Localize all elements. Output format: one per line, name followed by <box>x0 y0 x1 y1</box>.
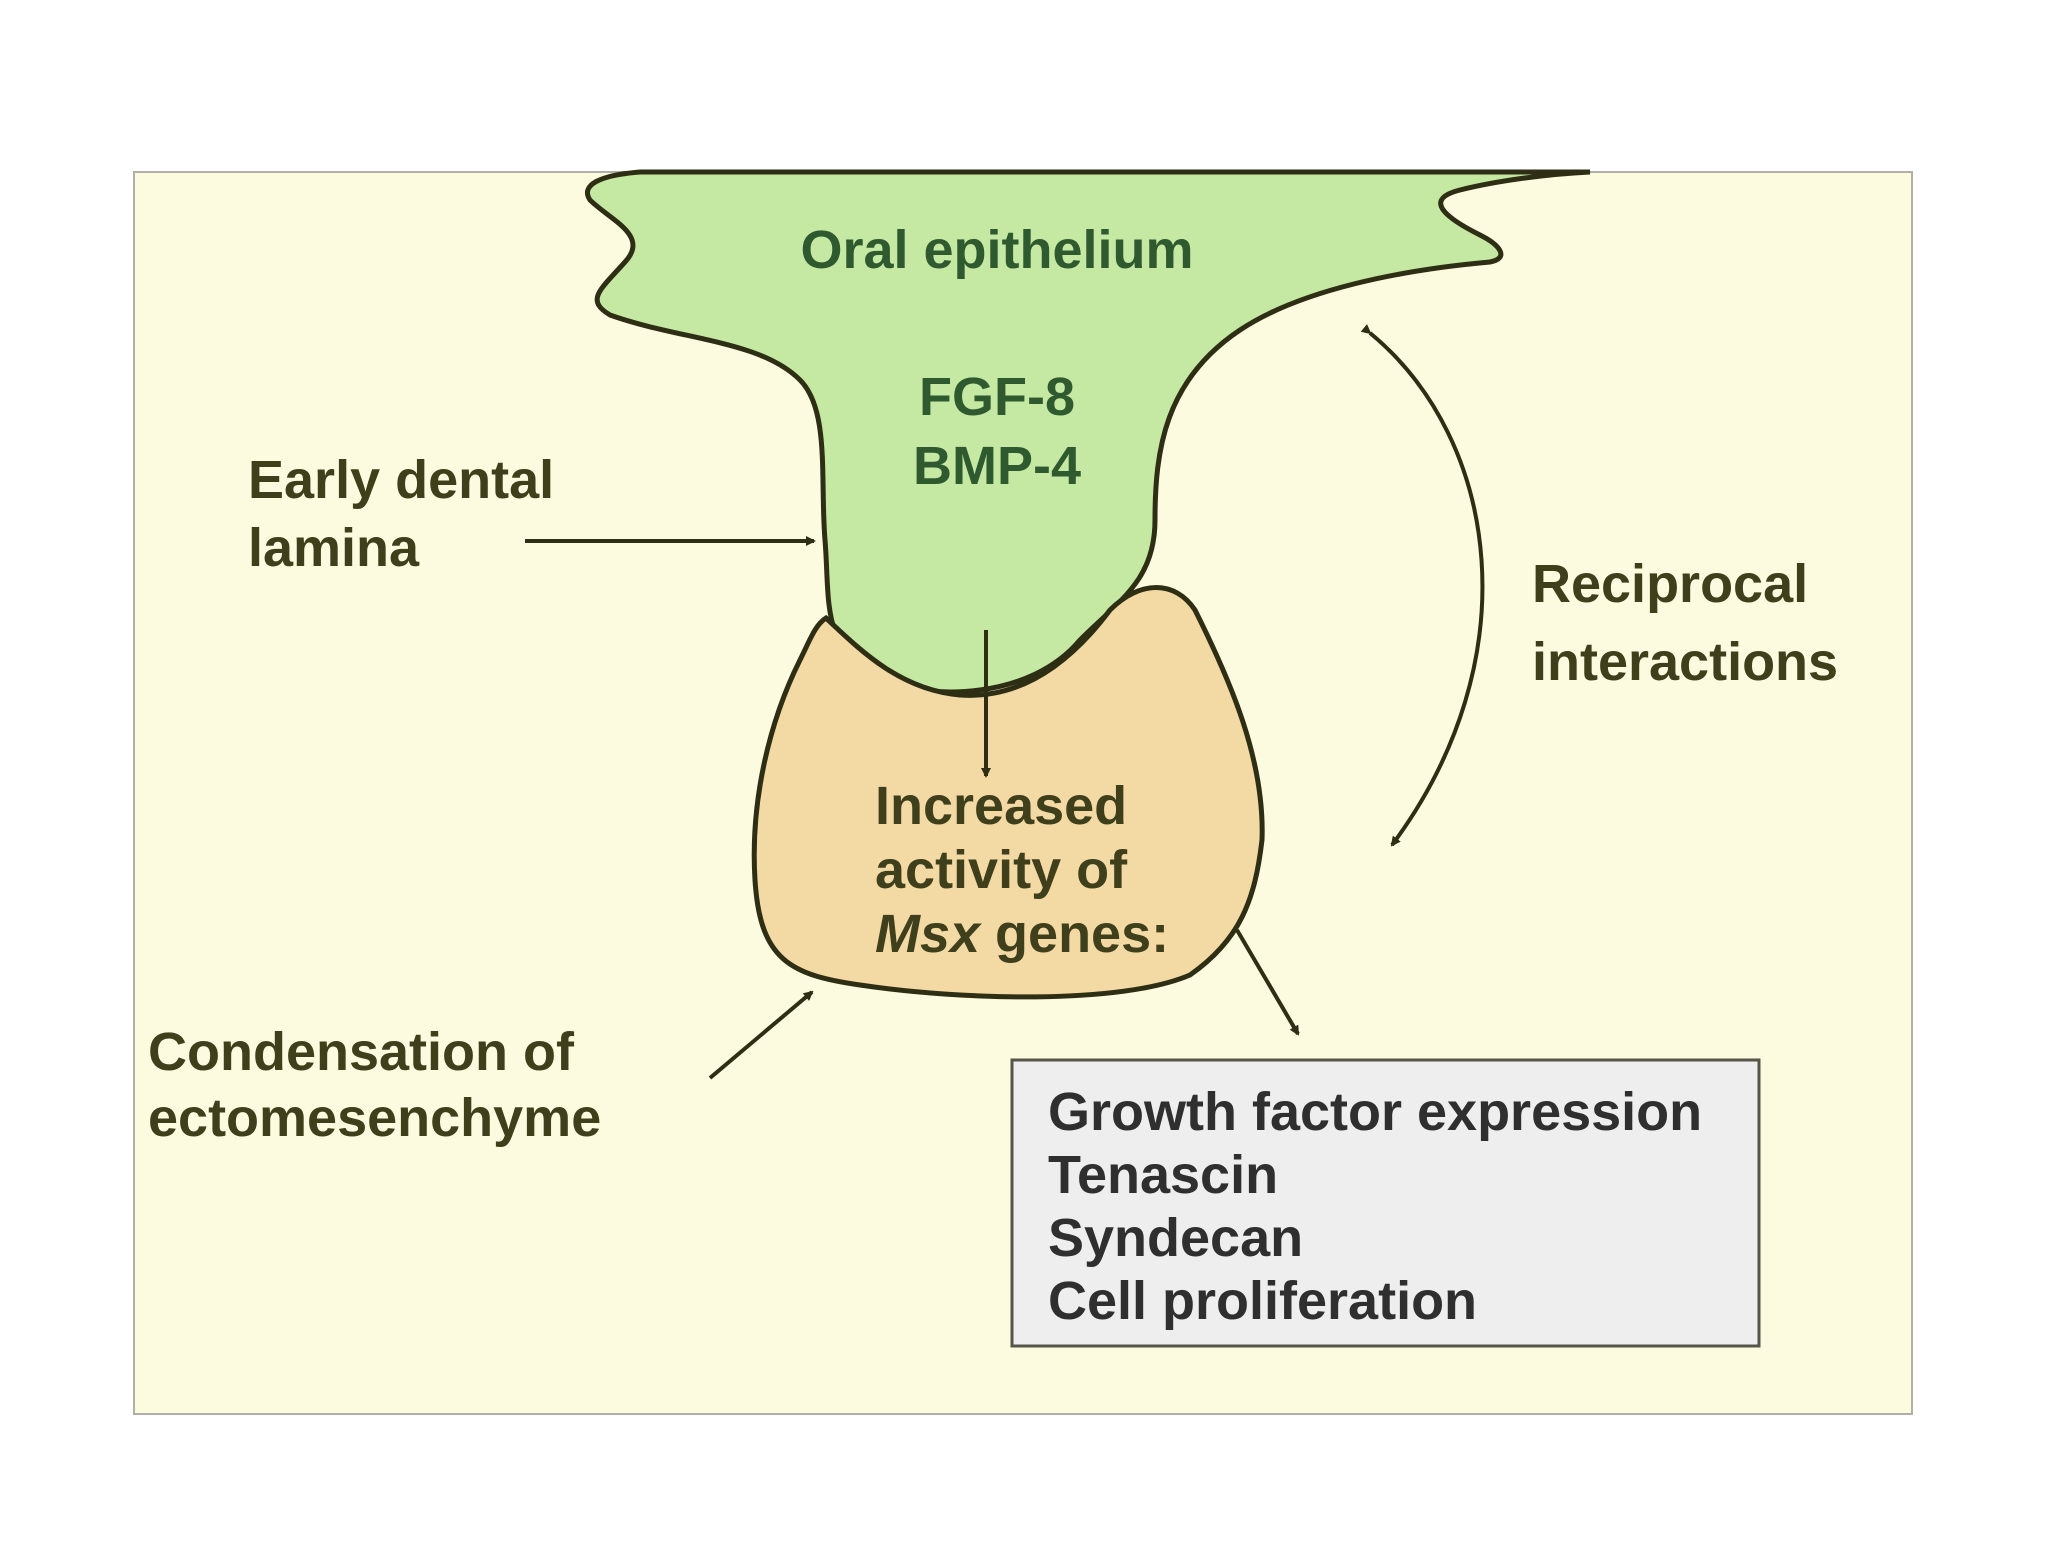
oral-epithelium-label: Oral epithelium <box>800 220 1193 280</box>
bmp4-label: BMP-4 <box>913 436 1081 496</box>
condensation-arrow <box>708 990 814 1080</box>
effect-item: Cell proliferation <box>1048 1271 1477 1331</box>
early-dental-label-line1: Early dental <box>248 450 554 510</box>
msx-genes-label: Msx genes: <box>875 904 1169 964</box>
increased-label-line2: activity of <box>875 840 1128 900</box>
msx-italic-text: Msx <box>875 904 982 964</box>
effect-item: Syndecan <box>1048 1208 1303 1268</box>
effect-item: Growth factor expression <box>1048 1082 1702 1142</box>
fgf8-label: FGF-8 <box>919 367 1075 427</box>
reciprocal-label-line1: Reciprocal <box>1532 554 1808 614</box>
msx-genes-rest-text: genes: <box>980 904 1169 964</box>
reciprocal-interactions-arrow <box>1360 324 1485 847</box>
oral-epithelium-shape <box>585 169 1591 695</box>
effects-box <box>1010 1058 1761 1348</box>
reciprocal-label-line2: interactions <box>1532 632 1838 692</box>
condensation-label-line1: Condensation of <box>148 1022 575 1082</box>
condensation-label-line2: ectomesenchyme <box>148 1088 601 1148</box>
effect-item: Tenascin <box>1048 1145 1278 1205</box>
ectomesenchyme-shape <box>751 585 1265 1000</box>
increased-label-line1: Increased <box>875 776 1127 836</box>
early-dental-label-line2: lamina <box>248 518 420 578</box>
effects-arrow <box>1235 928 1300 1036</box>
